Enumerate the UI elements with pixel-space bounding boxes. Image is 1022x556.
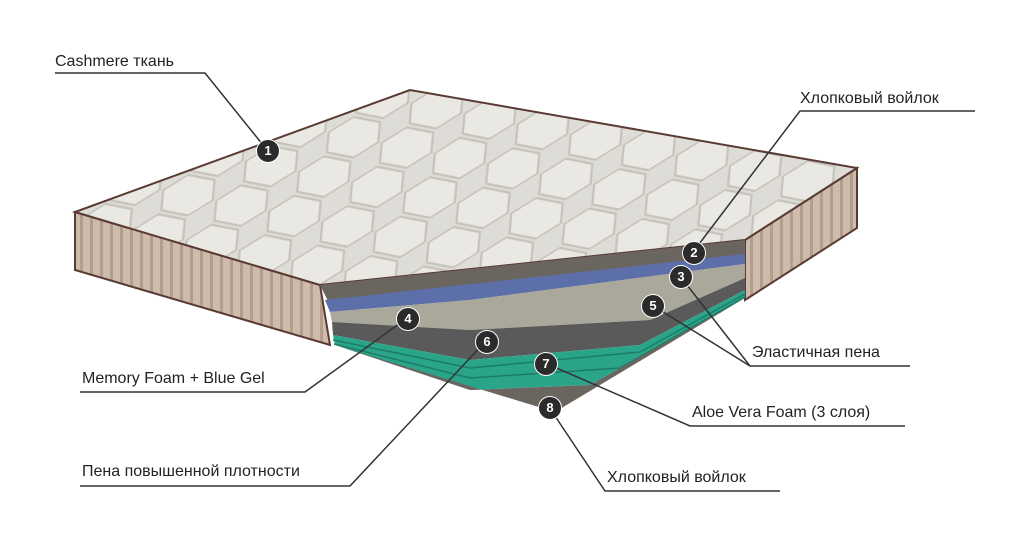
layer-felt-bottom bbox=[335, 298, 745, 412]
layer-high-density bbox=[332, 278, 745, 360]
badge-8: 8 bbox=[538, 396, 562, 420]
badge-6: 6 bbox=[475, 330, 499, 354]
badge-1: 1 bbox=[256, 139, 280, 163]
label-cotton-felt-top: Хлопковый войлок bbox=[800, 90, 939, 107]
badge-2: 2 bbox=[682, 241, 706, 265]
label-aloe-vera: Aloe Vera Foam (3 слоя) bbox=[692, 404, 871, 421]
badge-4: 4 bbox=[396, 307, 420, 331]
layer-elastic-foam bbox=[330, 264, 745, 330]
label-high-density-foam: Пена повышенной плотности bbox=[82, 463, 300, 480]
label-cotton-felt-bottom: Хлопковый войлок bbox=[607, 469, 746, 486]
layer-aloe-vera bbox=[333, 290, 745, 390]
layer-blue-gel bbox=[325, 254, 745, 312]
leader-lines bbox=[55, 72, 975, 492]
label-cashmere: Cashmere ткань bbox=[55, 53, 174, 70]
top-fabric bbox=[71, 88, 860, 287]
badge-7: 7 bbox=[534, 352, 558, 376]
label-elastic-foam: Эластичная пена bbox=[752, 344, 880, 361]
label-memory-foam: Memory Foam + Blue Gel bbox=[82, 370, 265, 387]
badge-5: 5 bbox=[641, 294, 665, 318]
badge-3: 3 bbox=[669, 265, 693, 289]
layer-felt-top bbox=[320, 240, 745, 305]
